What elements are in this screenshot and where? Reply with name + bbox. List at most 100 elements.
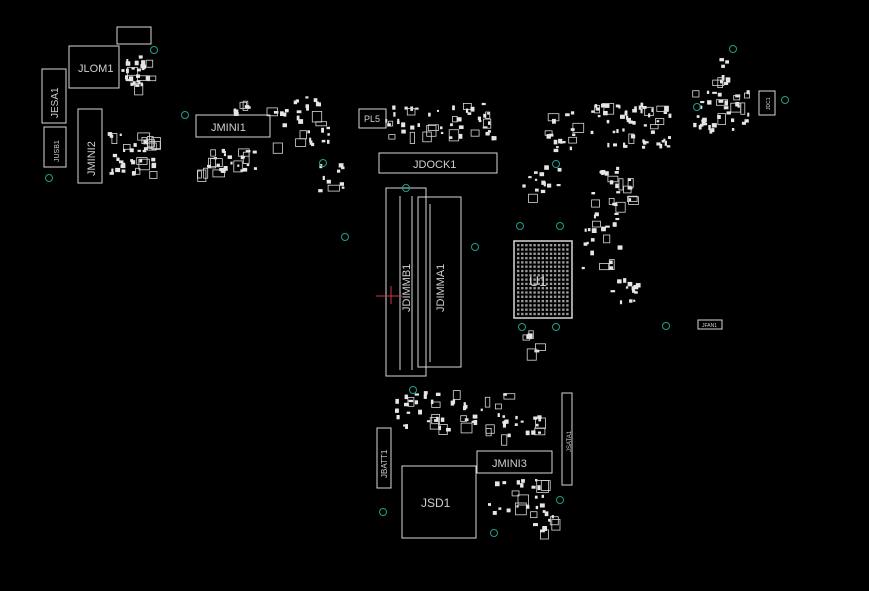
smd-part[interactable]	[109, 172, 114, 175]
smd-part[interactable]	[430, 399, 434, 405]
smd-part[interactable]	[696, 115, 700, 118]
smd-part[interactable]	[487, 130, 491, 133]
smd-part[interactable]	[591, 192, 596, 195]
smd-part[interactable]	[520, 483, 524, 488]
smd-part[interactable]	[460, 422, 473, 434]
smd-part[interactable]	[460, 415, 467, 422]
smd-part[interactable]	[125, 79, 129, 82]
smd-part[interactable]	[233, 160, 243, 173]
smd-part[interactable]	[706, 90, 710, 94]
smd-part[interactable]	[253, 167, 257, 170]
smd-part[interactable]	[530, 511, 538, 519]
smd-part[interactable]	[299, 130, 307, 140]
smd-part[interactable]	[306, 105, 309, 111]
smd-part[interactable]	[450, 123, 453, 127]
smd-part[interactable]	[537, 415, 542, 419]
smd-part[interactable]	[338, 163, 344, 168]
smd-part[interactable]	[482, 126, 488, 129]
smd-part[interactable]	[516, 480, 520, 485]
smd-part[interactable]	[440, 417, 445, 422]
smd-part[interactable]	[531, 430, 536, 435]
smd-part[interactable]	[435, 392, 441, 396]
smd-part[interactable]	[140, 82, 143, 87]
smd-part[interactable]	[601, 103, 606, 108]
component-pl5[interactable]: PL5	[358, 108, 387, 129]
smd-part[interactable]	[650, 130, 655, 134]
smd-part[interactable]	[612, 202, 618, 206]
smd-part[interactable]	[136, 157, 148, 165]
smd-part[interactable]	[666, 145, 671, 148]
smd-part[interactable]	[599, 262, 610, 271]
smd-part[interactable]	[141, 137, 147, 145]
smd-part[interactable]	[616, 129, 619, 133]
smd-part[interactable]	[615, 201, 626, 213]
smd-part[interactable]	[145, 75, 151, 81]
smd-part[interactable]	[139, 159, 143, 163]
smd-part[interactable]	[634, 291, 638, 294]
smd-part[interactable]	[626, 117, 631, 123]
smd-part[interactable]	[403, 424, 408, 427]
smd-part[interactable]	[115, 167, 121, 173]
smd-part[interactable]	[141, 67, 145, 71]
smd-part[interactable]	[613, 143, 617, 147]
smd-part[interactable]	[136, 74, 140, 78]
smd-part[interactable]	[151, 163, 157, 169]
smd-part[interactable]	[220, 168, 226, 173]
smd-part[interactable]	[143, 139, 148, 144]
smd-part[interactable]	[615, 218, 620, 221]
smd-part[interactable]	[465, 108, 469, 113]
smd-part[interactable]	[642, 145, 646, 149]
component-jmini2[interactable]: JMINI2	[77, 108, 103, 184]
smd-part[interactable]	[570, 111, 575, 115]
smd-part[interactable]	[452, 390, 461, 400]
smd-part[interactable]	[527, 333, 533, 339]
smd-part[interactable]	[252, 150, 257, 154]
smd-part[interactable]	[311, 142, 315, 147]
smd-part[interactable]	[616, 191, 621, 194]
smd-part[interactable]	[318, 102, 321, 107]
smd-part[interactable]	[477, 116, 481, 121]
smd-part[interactable]	[568, 136, 577, 144]
smd-part[interactable]	[725, 77, 731, 80]
smd-part[interactable]	[633, 299, 636, 302]
smd-part[interactable]	[135, 84, 140, 87]
smd-part[interactable]	[623, 142, 626, 148]
smd-part[interactable]	[149, 170, 158, 179]
smd-part[interactable]	[494, 403, 502, 410]
smd-part[interactable]	[125, 61, 131, 66]
smd-part[interactable]	[116, 157, 120, 161]
smd-part[interactable]	[141, 60, 146, 65]
smd-part[interactable]	[491, 136, 497, 141]
smd-part[interactable]	[632, 121, 636, 125]
smd-part[interactable]	[470, 106, 475, 112]
smd-part[interactable]	[327, 184, 340, 192]
smd-part[interactable]	[700, 101, 705, 104]
smd-part[interactable]	[735, 102, 740, 107]
smd-part[interactable]	[233, 109, 239, 115]
smd-part[interactable]	[234, 112, 239, 116]
smd-part[interactable]	[717, 92, 722, 97]
component-jdimmb1[interactable]: JDIMMB1	[385, 187, 427, 377]
smd-part[interactable]	[410, 125, 415, 130]
smd-part[interactable]	[440, 126, 443, 130]
smd-part[interactable]	[601, 226, 606, 232]
smd-part[interactable]	[593, 214, 596, 219]
smd-part[interactable]	[737, 104, 740, 108]
component-jmini3[interactable]: JMINI3	[476, 450, 553, 474]
smd-part[interactable]	[503, 420, 508, 423]
smd-part[interactable]	[533, 523, 538, 527]
smd-part[interactable]	[723, 106, 729, 110]
smd-part[interactable]	[196, 170, 202, 179]
smd-part[interactable]	[130, 159, 134, 162]
smd-part[interactable]	[668, 136, 671, 139]
smd-part[interactable]	[634, 106, 637, 110]
smd-part[interactable]	[590, 250, 594, 256]
smd-part[interactable]	[531, 485, 536, 489]
smd-part[interactable]	[119, 133, 122, 136]
smd-part[interactable]	[591, 228, 597, 233]
smd-part[interactable]	[408, 399, 414, 403]
smd-part[interactable]	[392, 105, 396, 110]
smd-part[interactable]	[708, 125, 711, 130]
smd-part[interactable]	[243, 167, 248, 172]
smd-part[interactable]	[404, 394, 408, 400]
